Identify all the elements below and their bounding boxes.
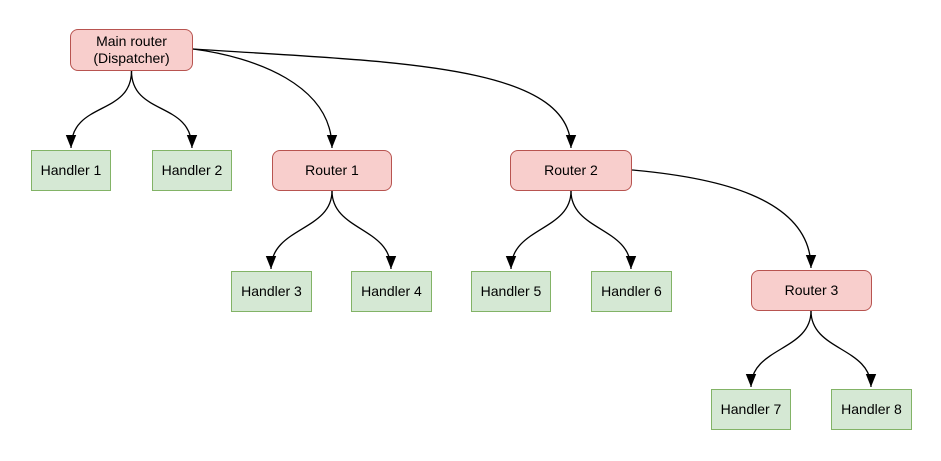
edge-main-router-to-router-1 [192,48,338,149]
node-handler-4[interactable]: Handler 4 [351,271,432,312]
node-handler-3[interactable]: Handler 3 [231,271,312,312]
edge-router-1-to-handler-4 [331,190,397,270]
node-handler-8[interactable]: Handler 8 [831,389,912,430]
node-handler-1[interactable]: Handler 1 [31,150,111,191]
node-main-router[interactable]: Main router (Dispatcher) [70,29,193,71]
edge-main-router-to-router-2 [192,48,577,149]
node-router-1[interactable]: Router 1 [272,150,392,191]
edge-router-2-to-handler-5 [505,190,572,270]
edge-router-2-to-handler-6 [570,190,637,270]
node-handler-5[interactable]: Handler 5 [471,271,551,312]
edge-main-router-to-handler-2 [130,70,198,149]
edge-router-2-to-router-3 [631,169,817,269]
node-router-3[interactable]: Router 3 [751,270,872,311]
node-router-2[interactable]: Router 2 [510,150,632,191]
edge-router-3-to-handler-7 [745,310,812,388]
edge-router-3-to-handler-8 [810,310,877,388]
edge-router-1-to-handler-3 [265,190,333,270]
node-handler-7[interactable]: Handler 7 [711,389,791,430]
node-handler-2[interactable]: Handler 2 [152,150,232,191]
node-handler-6[interactable]: Handler 6 [591,271,672,312]
edge-main-router-to-handler-1 [65,70,133,149]
